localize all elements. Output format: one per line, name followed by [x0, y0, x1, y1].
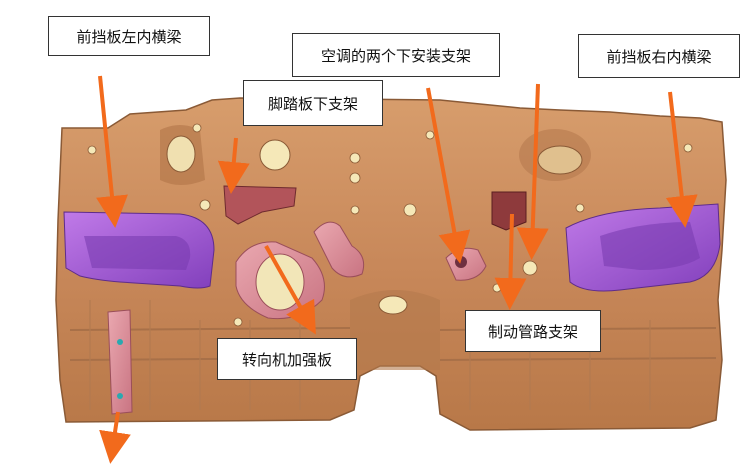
footrest-bracket-part: [223, 185, 297, 225]
pointer-arrows: [96, 75, 698, 464]
label-right-crossmember: 前挡板右内横梁: [578, 34, 740, 78]
label-footrest-bracket: 脚踏板下支架: [243, 80, 383, 126]
label-brake-bracket: 制动管路支架: [465, 310, 601, 352]
label-steering-plate: 转向机加强板: [217, 338, 357, 380]
brake-bracket-part: [491, 191, 527, 231]
bottom-left-strip-part: [107, 309, 133, 415]
label-left-crossmember: 前挡板左内横梁: [48, 16, 210, 56]
label-ac-brackets: 空调的两个下安装支架: [292, 33, 500, 77]
ac-bracket-left-part: [313, 221, 365, 278]
